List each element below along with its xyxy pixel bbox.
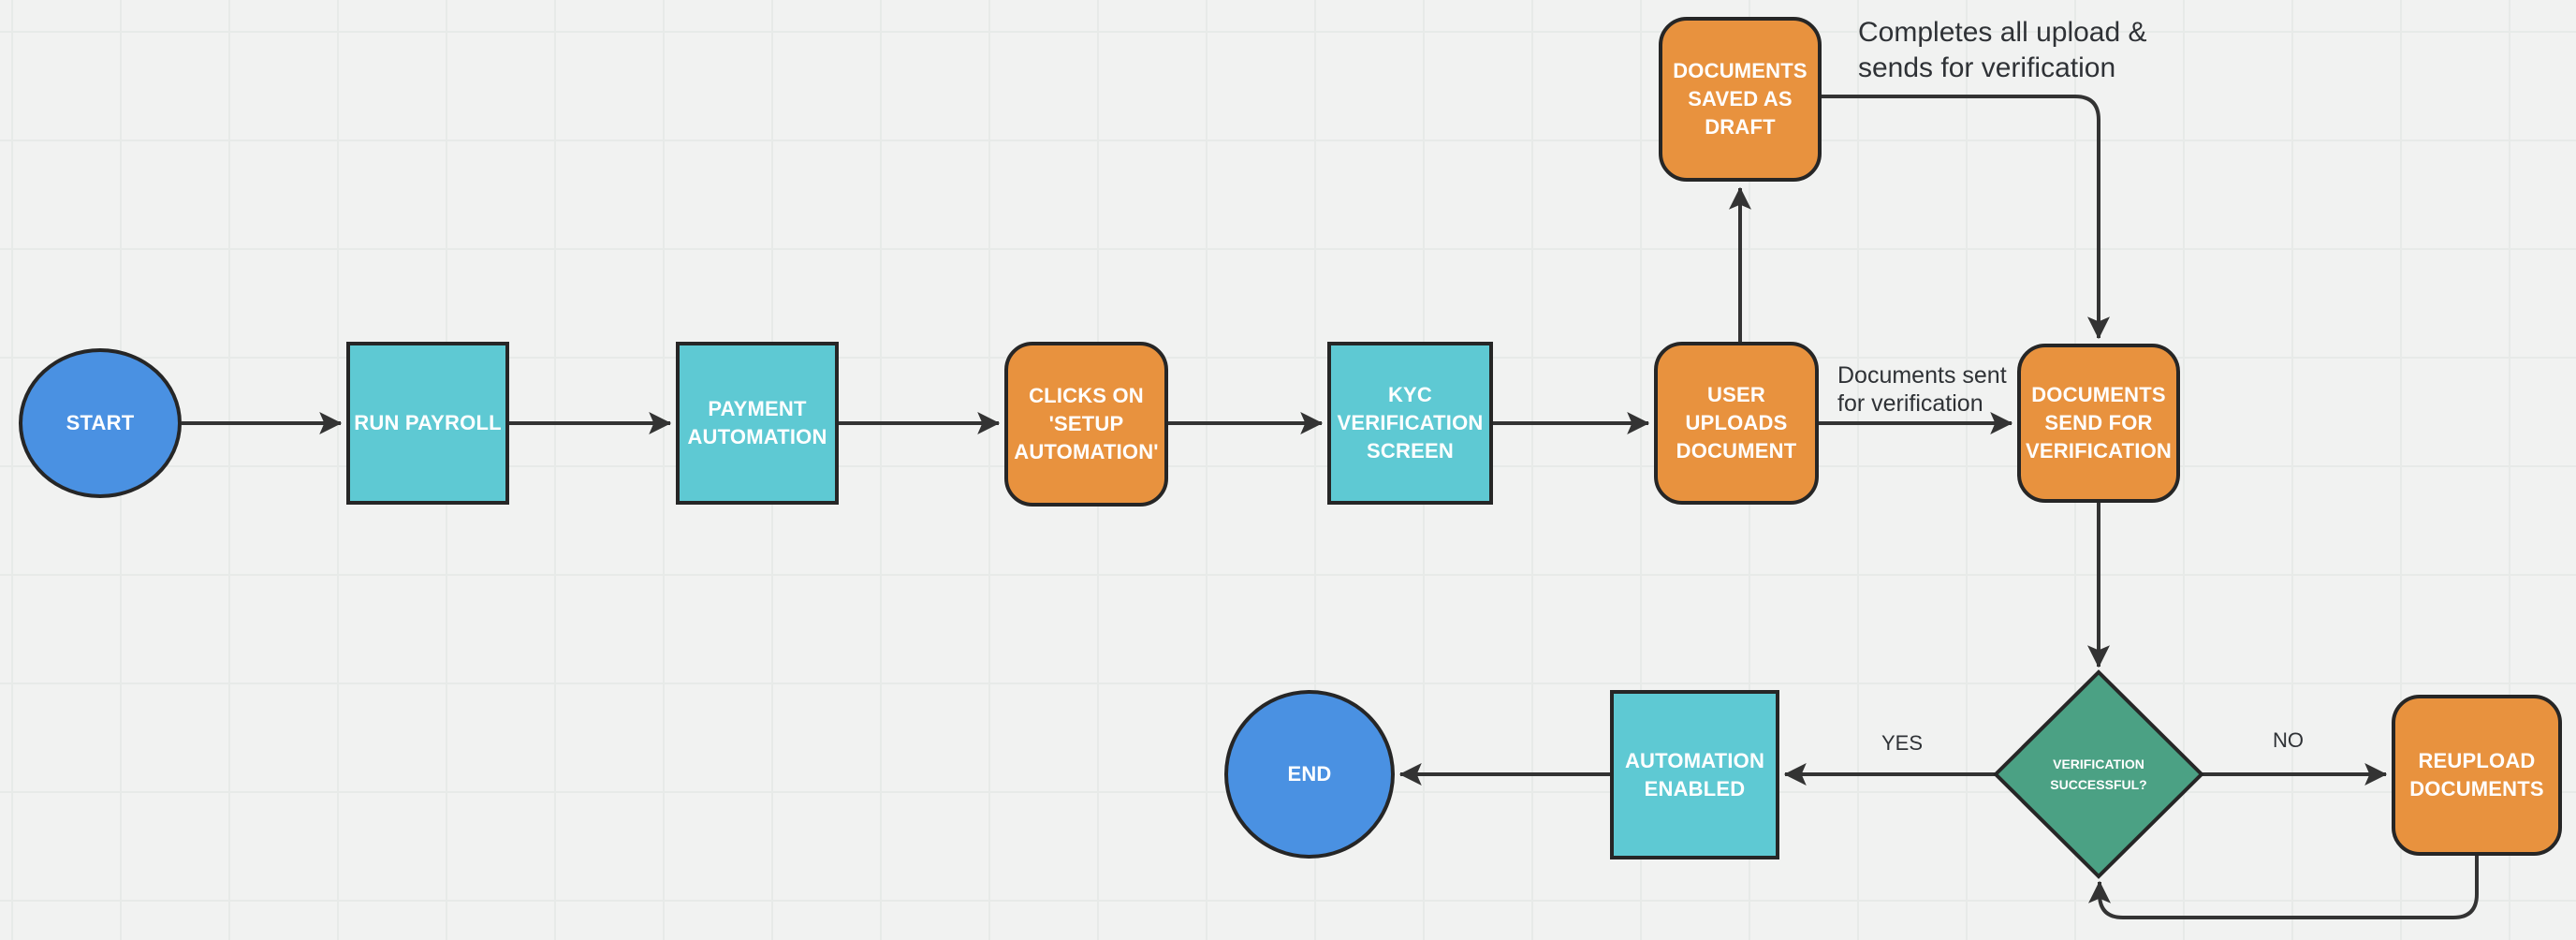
reupload-documents-node-label: REUPLOAD DOCUMENTS <box>2409 749 2544 800</box>
yes-branch-text: YES <box>1881 731 1924 755</box>
documents-send-for-verification-node-label: DOCUMENTS SEND FOR VERIFICATION <box>2026 383 2172 463</box>
verification-successful-decision-shape[interactable] <box>1993 669 2204 879</box>
completes-upload-annotation-line2: sends for verification <box>1858 52 2116 83</box>
verification-successful-text: VERIFICATION SUCCESSFUL? <box>2050 756 2147 792</box>
kyc-verification-screen-node-label: KYC VERIFICATION SCREEN <box>1337 383 1484 463</box>
documents-sent-annotation-line1: Documents sent <box>1837 362 2007 389</box>
payment-automation-node[interactable]: PAYMENT AUTOMATION <box>676 342 839 505</box>
user-uploads-document-node-label: USER UPLOADS DOCUMENT <box>1676 383 1797 463</box>
no-branch-text: NO <box>2273 728 2304 752</box>
end-node-label: END <box>1287 762 1332 786</box>
clicks-setup-automation-node[interactable]: CLICKS ON 'SETUP AUTOMATION' <box>1004 342 1168 507</box>
end-node[interactable]: END <box>1224 690 1395 859</box>
automation-enabled-node-label: AUTOMATION ENABLED <box>1624 748 1765 800</box>
start-node[interactable]: START <box>19 348 182 498</box>
documents-sent-annotation-line2: for verification <box>1837 390 1983 417</box>
clicks-setup-automation-node-label: CLICKS ON 'SETUP AUTOMATION' <box>1014 384 1159 463</box>
reupload-documents-node[interactable]: REUPLOAD DOCUMENTS <box>2392 695 2562 856</box>
run-payroll-node[interactable]: RUN PAYROLL <box>346 342 509 505</box>
edge-reupload-loop-to-decision[interactable] <box>2088 856 2479 919</box>
completes-upload-annotation-line1: Completes all upload & <box>1858 17 2147 48</box>
verification-successful-decision-label[interactable]: VERIFICATION SUCCESSFUL? <box>2024 718 2174 830</box>
automation-enabled-node[interactable]: AUTOMATION ENABLED <box>1610 690 1779 859</box>
edge-docs-draft-to-docs-send[interactable] <box>1820 95 2110 340</box>
no-branch-label[interactable]: NO <box>2273 727 2304 755</box>
yes-branch-label[interactable]: YES <box>1881 729 1923 757</box>
start-node-label: START <box>66 411 135 435</box>
user-uploads-document-node[interactable]: USER UPLOADS DOCUMENT <box>1654 342 1819 505</box>
documents-saved-as-draft-node-label: DOCUMENTS SAVED AS DRAFT <box>1673 59 1808 139</box>
documents-sent-annotation[interactable]: Documents sent for verification <box>1837 361 2007 418</box>
run-payroll-node-label: RUN PAYROLL <box>354 411 502 435</box>
payment-automation-node-label: PAYMENT AUTOMATION <box>687 397 827 448</box>
documents-send-for-verification-node[interactable]: DOCUMENTS SEND FOR VERIFICATION <box>2017 344 2180 503</box>
kyc-verification-screen-node[interactable]: KYC VERIFICATION SCREEN <box>1327 342 1493 505</box>
completes-upload-annotation[interactable]: Completes all upload & sends for verific… <box>1858 15 2147 86</box>
documents-saved-as-draft-node[interactable]: DOCUMENTS SAVED AS DRAFT <box>1659 17 1822 182</box>
